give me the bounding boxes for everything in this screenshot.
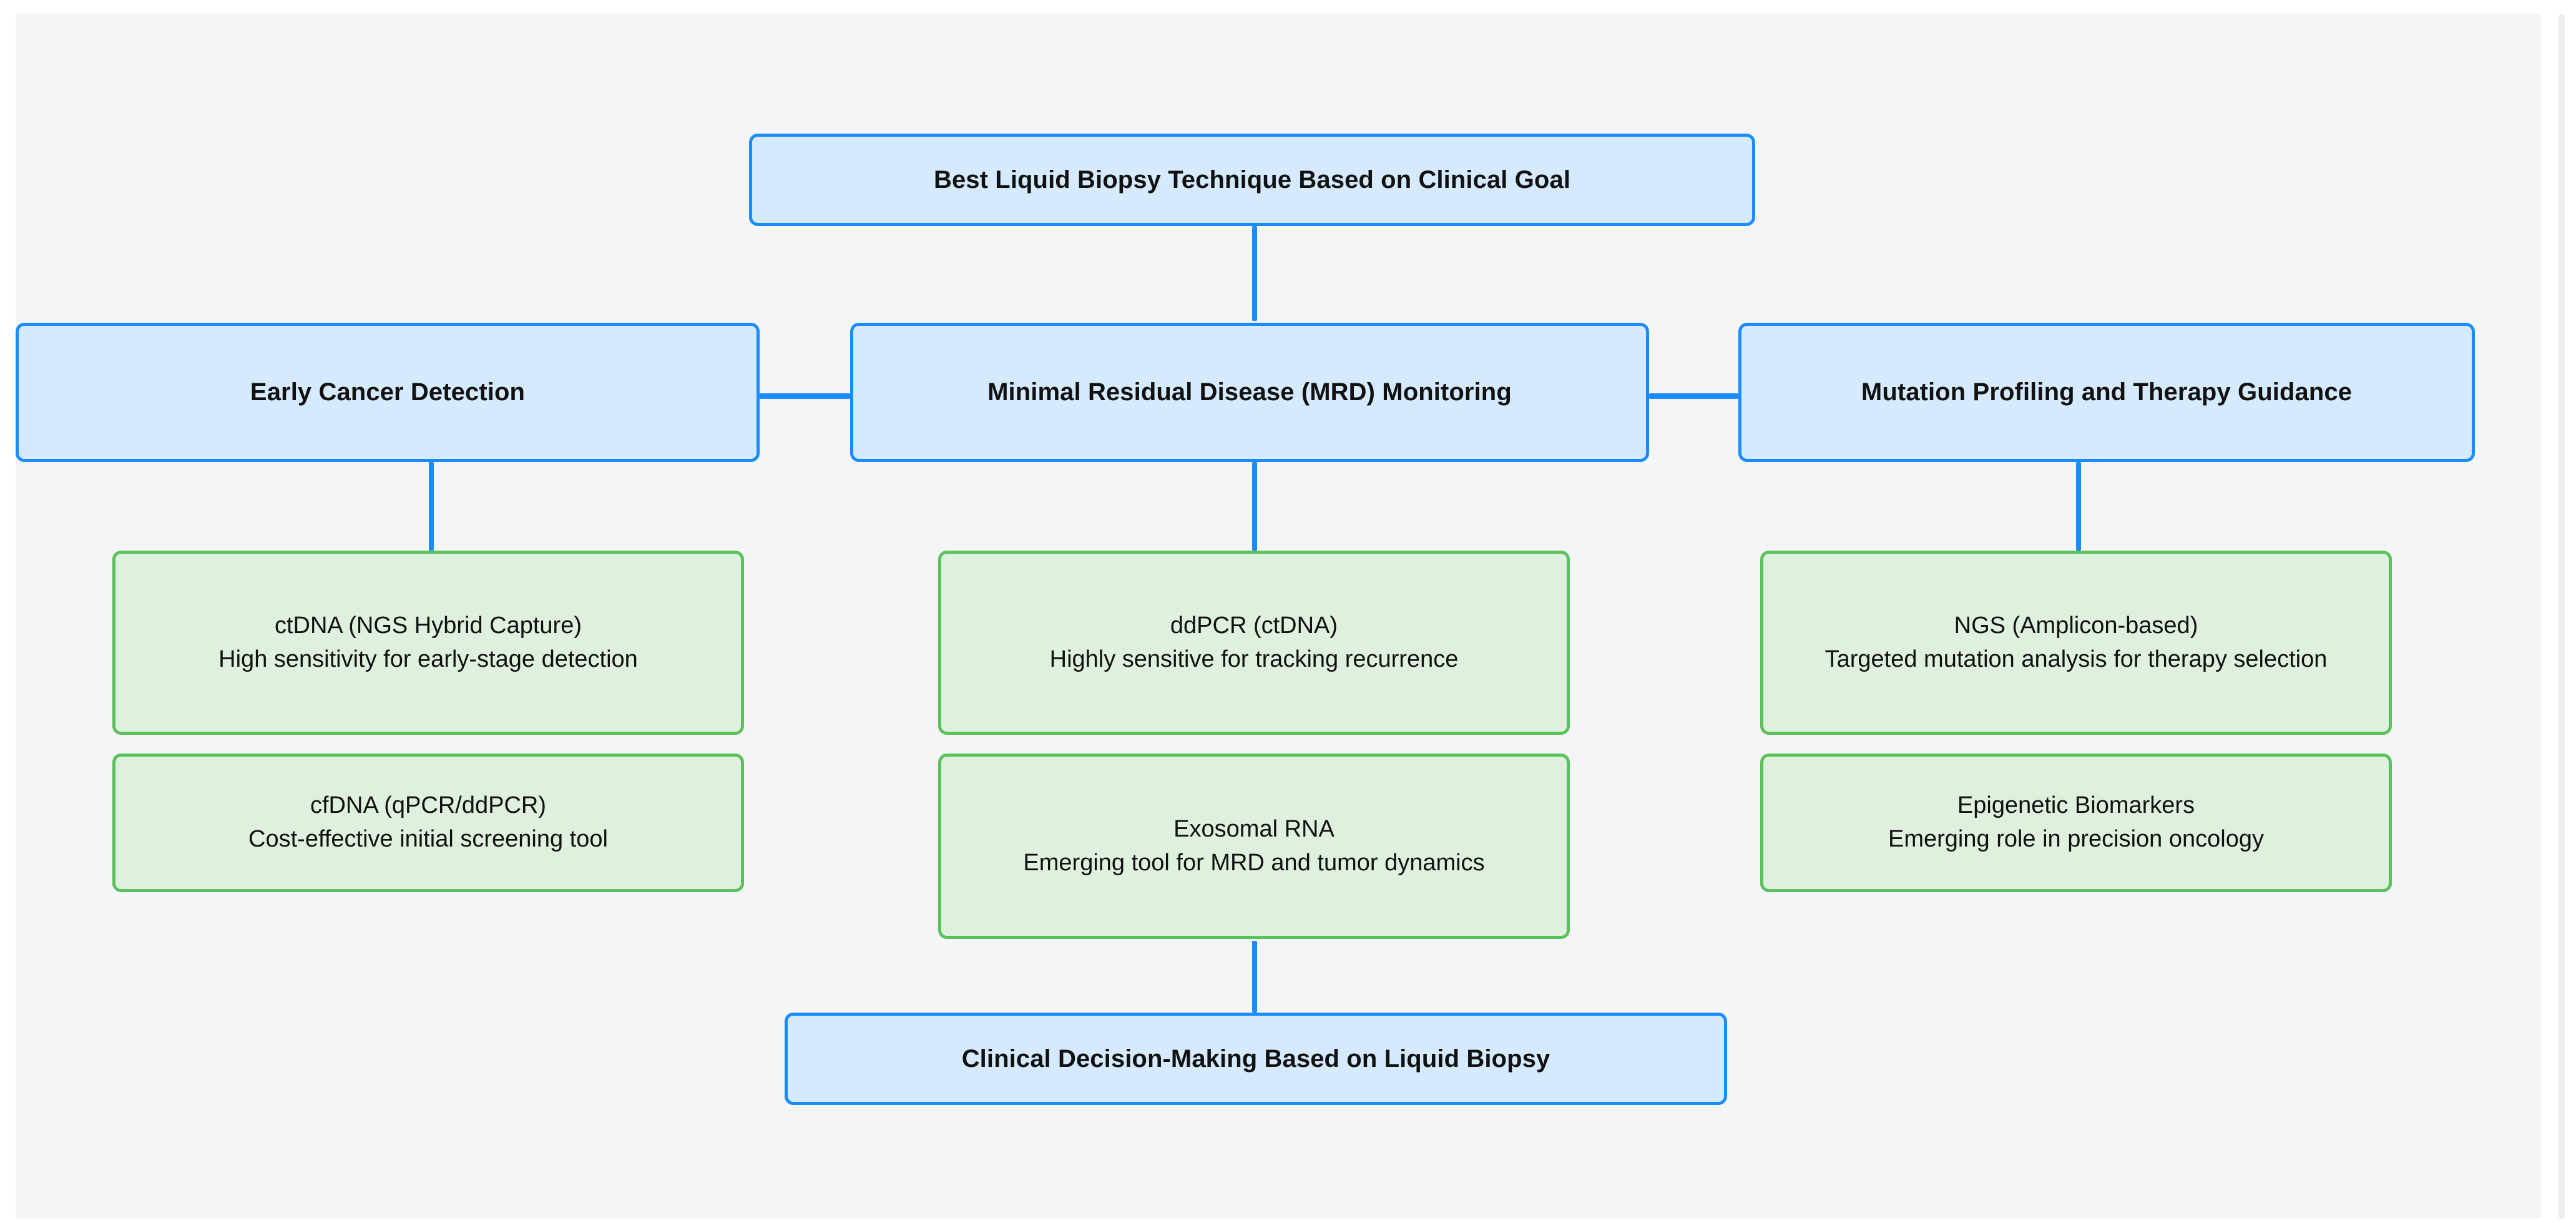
- edge-early-to-mrd: [760, 393, 850, 399]
- node-mutation-profiling-therapy-guidance[interactable]: Mutation Profiling and Therapy Guidance: [1738, 323, 2475, 462]
- vertical-scrollbar[interactable]: [2559, 14, 2565, 1219]
- node-ctdna-ngs-hybrid-capture[interactable]: ctDNA (NGS Hybrid Capture) High sensitiv…: [112, 551, 744, 735]
- node-epigenetic-biomarkers-label: Epigenetic Biomarkers Emerging role in p…: [1888, 792, 2264, 852]
- node-best-technique-label: Best Liquid Biopsy Technique Based on Cl…: [933, 165, 1571, 194]
- edge-mrd-to-mutation: [1649, 393, 1738, 399]
- node-cfdna-qpcr-ddpcr[interactable]: cfDNA (qPCR/ddPCR) Cost-effective initia…: [112, 754, 744, 892]
- node-ddpcr-ctdna-label: ddPCR (ctDNA) Highly sensitive for track…: [1049, 612, 1459, 672]
- node-clinical-decision-making[interactable]: Clinical Decision-Making Based on Liquid…: [785, 1013, 1727, 1105]
- node-ddpcr-ctdna[interactable]: ddPCR (ctDNA) Highly sensitive for track…: [938, 551, 1570, 735]
- node-epigenetic-biomarkers[interactable]: Epigenetic Biomarkers Emerging role in p…: [1760, 754, 2392, 892]
- node-exosomal-rna[interactable]: Exosomal RNA Emerging tool for MRD and t…: [938, 754, 1570, 939]
- node-mrd-monitoring-label: Minimal Residual Disease (MRD) Monitorin…: [987, 378, 1512, 406]
- node-ctdna-ngs-hybrid-capture-label: ctDNA (NGS Hybrid Capture) High sensitiv…: [218, 612, 638, 672]
- node-ngs-amplicon-based[interactable]: NGS (Amplicon-based) Targeted mutation a…: [1760, 551, 2392, 735]
- diagram-canvas[interactable]: Best Liquid Biopsy Technique Based on Cl…: [16, 14, 2541, 1219]
- node-mrd-monitoring[interactable]: Minimal Residual Disease (MRD) Monitorin…: [850, 323, 1649, 462]
- edge-exosomal-to-decision: [1252, 941, 1257, 1013]
- edge-early-to-ctdna: [429, 462, 434, 551]
- edge-mrd-to-ddpcr: [1252, 462, 1257, 551]
- node-early-cancer-detection[interactable]: Early Cancer Detection: [16, 323, 760, 462]
- node-exosomal-rna-label: Exosomal RNA Emerging tool for MRD and t…: [1023, 815, 1485, 876]
- node-clinical-decision-making-label: Clinical Decision-Making Based on Liquid…: [961, 1044, 1550, 1073]
- node-cfdna-qpcr-ddpcr-label: cfDNA (qPCR/ddPCR) Cost-effective initia…: [248, 792, 608, 852]
- edge-mutation-to-ngs: [2076, 462, 2081, 551]
- node-mutation-profiling-therapy-guidance-label: Mutation Profiling and Therapy Guidance: [1861, 378, 2353, 406]
- edge-root-to-mrd: [1252, 226, 1257, 321]
- node-best-technique[interactable]: Best Liquid Biopsy Technique Based on Cl…: [749, 134, 1755, 226]
- node-early-cancer-detection-label: Early Cancer Detection: [250, 378, 526, 406]
- node-ngs-amplicon-based-label: NGS (Amplicon-based) Targeted mutation a…: [1824, 612, 2328, 672]
